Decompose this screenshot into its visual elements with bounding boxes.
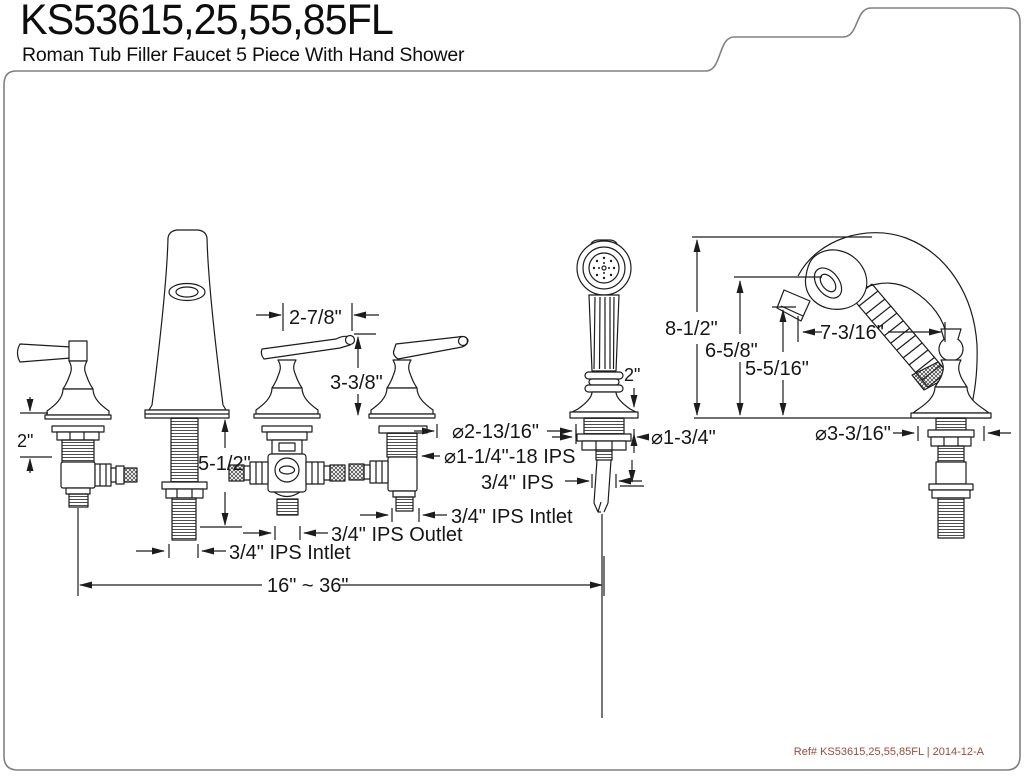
label-outlet-bottom: 3/4" IPS Outlet	[331, 524, 463, 546]
label-inlet-right: 3/4" IPS Intlet	[451, 506, 573, 528]
label-reach: 7-3/16"	[820, 322, 884, 344]
page-title: KS53615,25,55,85FL	[20, 0, 394, 44]
page-subtitle: Roman Tub Filler Faucet 5 Piece With Han…	[22, 44, 465, 66]
dim-spread	[77, 508, 605, 596]
label-lever-width: 2-7/8"	[289, 307, 342, 329]
label-inlet-left: 3/4" IPS Intlet	[229, 542, 351, 564]
dim-inlet-right	[360, 508, 447, 522]
label-hose-thread: 3/4" IPS	[481, 472, 554, 494]
label-shank-thread: ⌀1-1/4"-18 IPS	[444, 446, 575, 468]
left-handle-valve	[16, 340, 138, 508]
spray-face-dots	[592, 256, 616, 280]
dim-head-height	[734, 276, 822, 416]
tub-spout	[144, 229, 230, 541]
reference-number: Ref# KS53615,25,55,85FL | 2014-12-A	[793, 746, 984, 758]
dim-shower-shank-dia	[552, 429, 649, 444]
dim-dock-height	[692, 236, 872, 416]
label-shower-post: 2"	[624, 365, 640, 385]
right-handle-valve	[348, 335, 469, 512]
label-spout-shank: 5-1/2"	[198, 453, 251, 475]
label-handle-height: 3-3/8"	[330, 372, 383, 394]
sheet-border	[3, 7, 1021, 771]
dim-lever-width	[256, 303, 379, 331]
dim-outlet-bottom	[243, 526, 328, 540]
dim-hose-thread	[565, 460, 644, 488]
label-dock-height: 8-1/2"	[665, 318, 718, 340]
dim-handle-height	[354, 333, 376, 416]
label-spread: 16" ~ 36"	[267, 575, 348, 597]
label-deck-thickness: 2"	[17, 431, 33, 451]
hand-shower-front	[569, 239, 639, 718]
dim-spray-height	[772, 306, 796, 416]
dim-inlet-left	[136, 544, 226, 558]
hose-ribbed-edges	[852, 283, 947, 388]
label-spray-height: 5-5/16"	[745, 358, 809, 380]
label-shower-shank-dia: ⌀1-3/4"	[651, 427, 716, 449]
label-head-height: 6-5/8"	[705, 340, 758, 362]
hand-shower-docked	[694, 232, 992, 539]
dim-spout-shank	[200, 419, 242, 528]
label-escutcheon-dia: ⌀2-13/16"	[452, 421, 539, 443]
label-cradle-dia: ⌀3-3/16"	[815, 423, 891, 445]
dim-reach	[797, 316, 946, 342]
dim-cradle-dia	[893, 426, 1011, 441]
diverter-valve	[228, 334, 356, 516]
dim-deck-thickness-left	[20, 397, 52, 473]
